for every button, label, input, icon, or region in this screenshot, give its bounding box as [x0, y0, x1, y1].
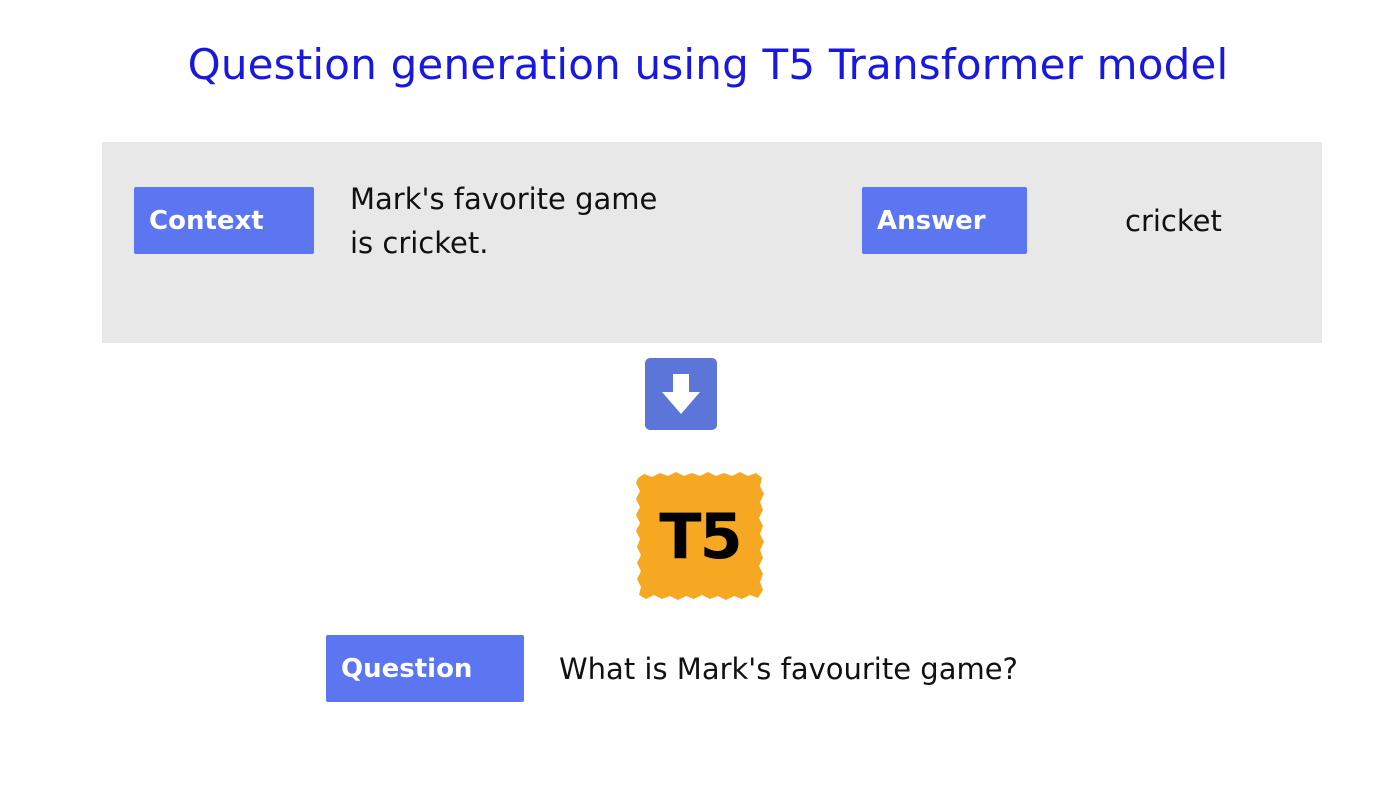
question-text: What is Mark's favourite game?	[559, 652, 1018, 686]
question-tag: Question	[326, 635, 524, 702]
down-arrow-glyph	[662, 374, 700, 414]
t5-logo-text: T5	[659, 499, 742, 573]
context-line-1: Mark's favorite game	[350, 182, 658, 216]
answer-tag: Answer	[862, 187, 1027, 254]
t5-logo: T5	[634, 470, 766, 602]
t5-logo-shape	[636, 472, 764, 600]
context-text: Mark's favorite game is cricket.	[350, 177, 657, 265]
context-tag: Context	[134, 187, 314, 254]
context-tag-label: Context	[149, 205, 264, 236]
down-arrow-icon	[645, 358, 717, 430]
question-tag-label: Question	[341, 653, 473, 684]
page-title: Question generation using T5 Transformer…	[187, 40, 1229, 89]
answer-tag-label: Answer	[877, 205, 986, 236]
context-line-2: is cricket.	[350, 226, 489, 260]
answer-text: cricket	[1125, 204, 1222, 238]
